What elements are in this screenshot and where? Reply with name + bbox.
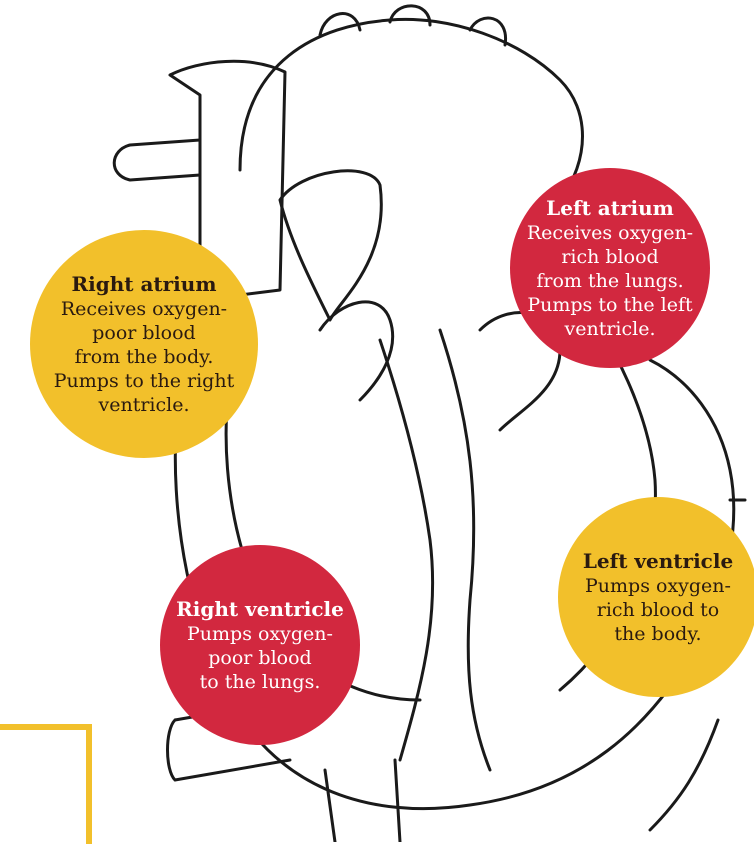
right-ventricle-label: Right ventricle Pumps oxygen- poor blood… <box>160 545 360 745</box>
right-atrium-title: Right atrium <box>72 272 217 297</box>
left-ventricle-title: Left ventricle <box>583 549 733 574</box>
left-atrium-label: Left atrium Receives oxygen- rich blood … <box>510 168 710 368</box>
right-atrium-label: Right atrium Receives oxygen- poor blood… <box>30 230 258 458</box>
right-atrium-description: Receives oxygen- poor blood from the bod… <box>54 297 234 417</box>
right-ventricle-title: Right ventricle <box>176 597 344 622</box>
valve-left <box>320 302 393 400</box>
left-ventricle-label: Left ventricle Pumps oxygen- rich blood … <box>558 497 754 697</box>
left-ventricle-description: Pumps oxygen- rich blood to the body. <box>585 574 731 646</box>
right-ventricle-description: Pumps oxygen- poor blood to the lungs. <box>187 622 333 694</box>
pulmonary-artery <box>280 171 381 320</box>
left-atrium-title: Left atrium <box>546 196 674 221</box>
vena-cava-branch <box>114 140 200 180</box>
septum <box>380 330 490 770</box>
left-atrium-description: Receives oxygen- rich blood from the lun… <box>527 221 693 341</box>
